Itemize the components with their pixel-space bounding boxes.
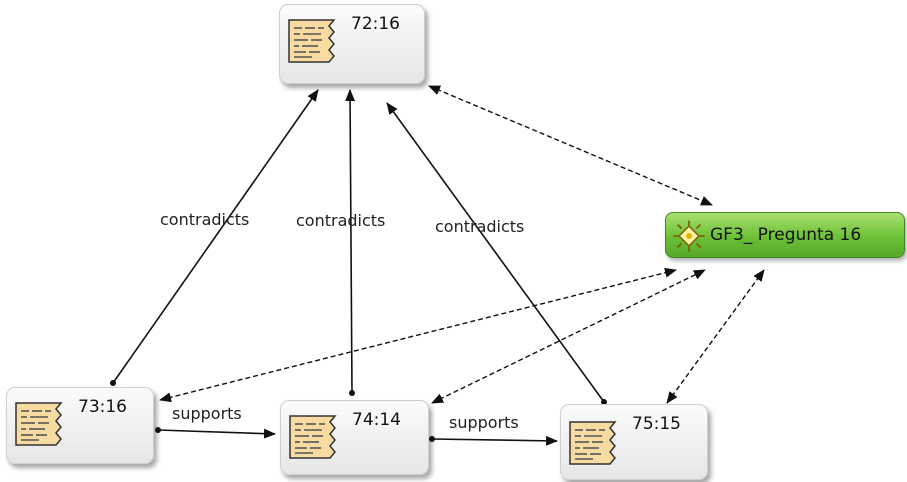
node-label: 73:16 bbox=[78, 397, 127, 417]
edge-label-contradicts: contradicts bbox=[296, 211, 385, 230]
group-node-label: GF3_ Pregunta 16 bbox=[710, 225, 862, 245]
edge-label-contradicts: contradicts bbox=[160, 210, 249, 229]
quotation-node-75-15[interactable]: 75:15 bbox=[560, 404, 708, 480]
quotation-node-72-16[interactable]: 72:16 bbox=[279, 4, 425, 84]
quotation-node-74-14[interactable]: 74:14 bbox=[280, 400, 429, 475]
quotation-icon bbox=[569, 421, 617, 465]
family-icon bbox=[673, 220, 705, 252]
quotation-icon bbox=[289, 415, 337, 459]
edge-line-73-16-to-74-14[interactable] bbox=[157, 428, 276, 439]
edge-line-75-15-to-72-16[interactable] bbox=[386, 102, 605, 403]
edge-line-73-16-to-72-16[interactable] bbox=[112, 89, 319, 384]
node-label: 75:15 bbox=[632, 414, 681, 434]
node-label: 74:14 bbox=[352, 410, 401, 430]
edge-start-dot bbox=[110, 380, 116, 386]
edge-start-dot bbox=[429, 436, 435, 442]
node-label: 72:16 bbox=[351, 14, 400, 34]
edge-line-74-14-to-72-16[interactable] bbox=[345, 89, 356, 394]
quotation-node-73-16[interactable]: 73:16 bbox=[6, 387, 154, 464]
edge-label-supports: supports bbox=[172, 404, 242, 423]
edge-line-74-14-to-75-15[interactable] bbox=[431, 435, 558, 446]
quotation-icon bbox=[15, 402, 63, 446]
edge-label-contradicts: contradicts bbox=[435, 217, 524, 236]
group-link-74-14[interactable] bbox=[431, 269, 706, 404]
edge-start-dot bbox=[349, 390, 355, 396]
group-link-73-16[interactable] bbox=[159, 267, 677, 403]
edge-start-dot bbox=[155, 427, 161, 433]
group-link-75-15[interactable] bbox=[666, 269, 765, 404]
group-link-72-16[interactable] bbox=[428, 85, 713, 206]
edge-label-supports: supports bbox=[449, 413, 519, 432]
group-node-gf3[interactable]: GF3_ Pregunta 16 bbox=[665, 212, 905, 258]
quotation-icon bbox=[288, 19, 336, 63]
